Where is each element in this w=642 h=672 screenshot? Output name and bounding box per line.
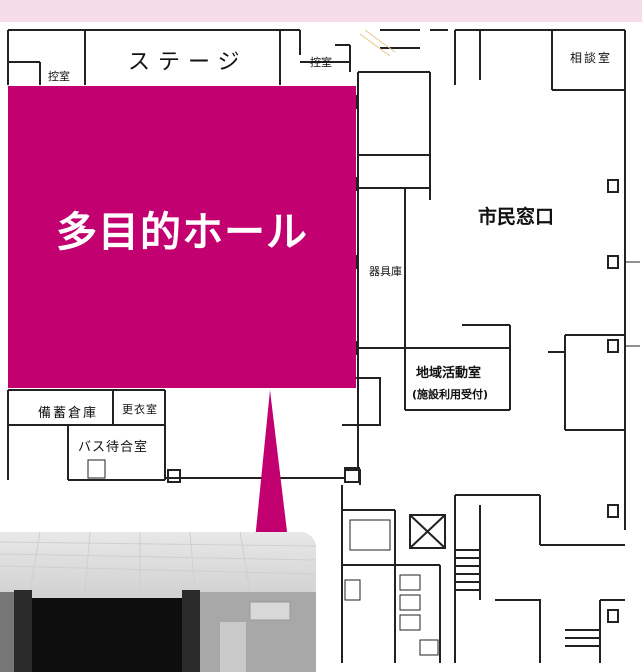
consultation-room-label: 相談室 — [570, 51, 613, 65]
stockpile-storage-label: 備蓄倉庫 — [38, 406, 99, 421]
multipurpose-hall-callout: 多目的ホール — [8, 86, 356, 388]
hall-photo-illustration — [0, 532, 316, 672]
multipurpose-hall-photo — [0, 532, 316, 672]
green-room-right-label: 控室 — [310, 56, 332, 69]
stage-label: ステージ — [128, 50, 248, 75]
top-band — [0, 0, 642, 22]
citizen-counter-label: 市民窓口 — [478, 206, 555, 228]
green-room-left-label: 控室 — [48, 70, 70, 83]
community-room-note-label: (施設利用受付) — [412, 388, 489, 401]
bus-waiting-room-label: バス待合室 — [78, 440, 149, 455]
multipurpose-hall-title: 多目的ホール — [56, 208, 308, 256]
equipment-storage-label: 器具庫 — [369, 265, 402, 278]
changing-room-label: 更衣室 — [122, 403, 158, 416]
community-room-label: 地域活動室 — [416, 366, 482, 381]
